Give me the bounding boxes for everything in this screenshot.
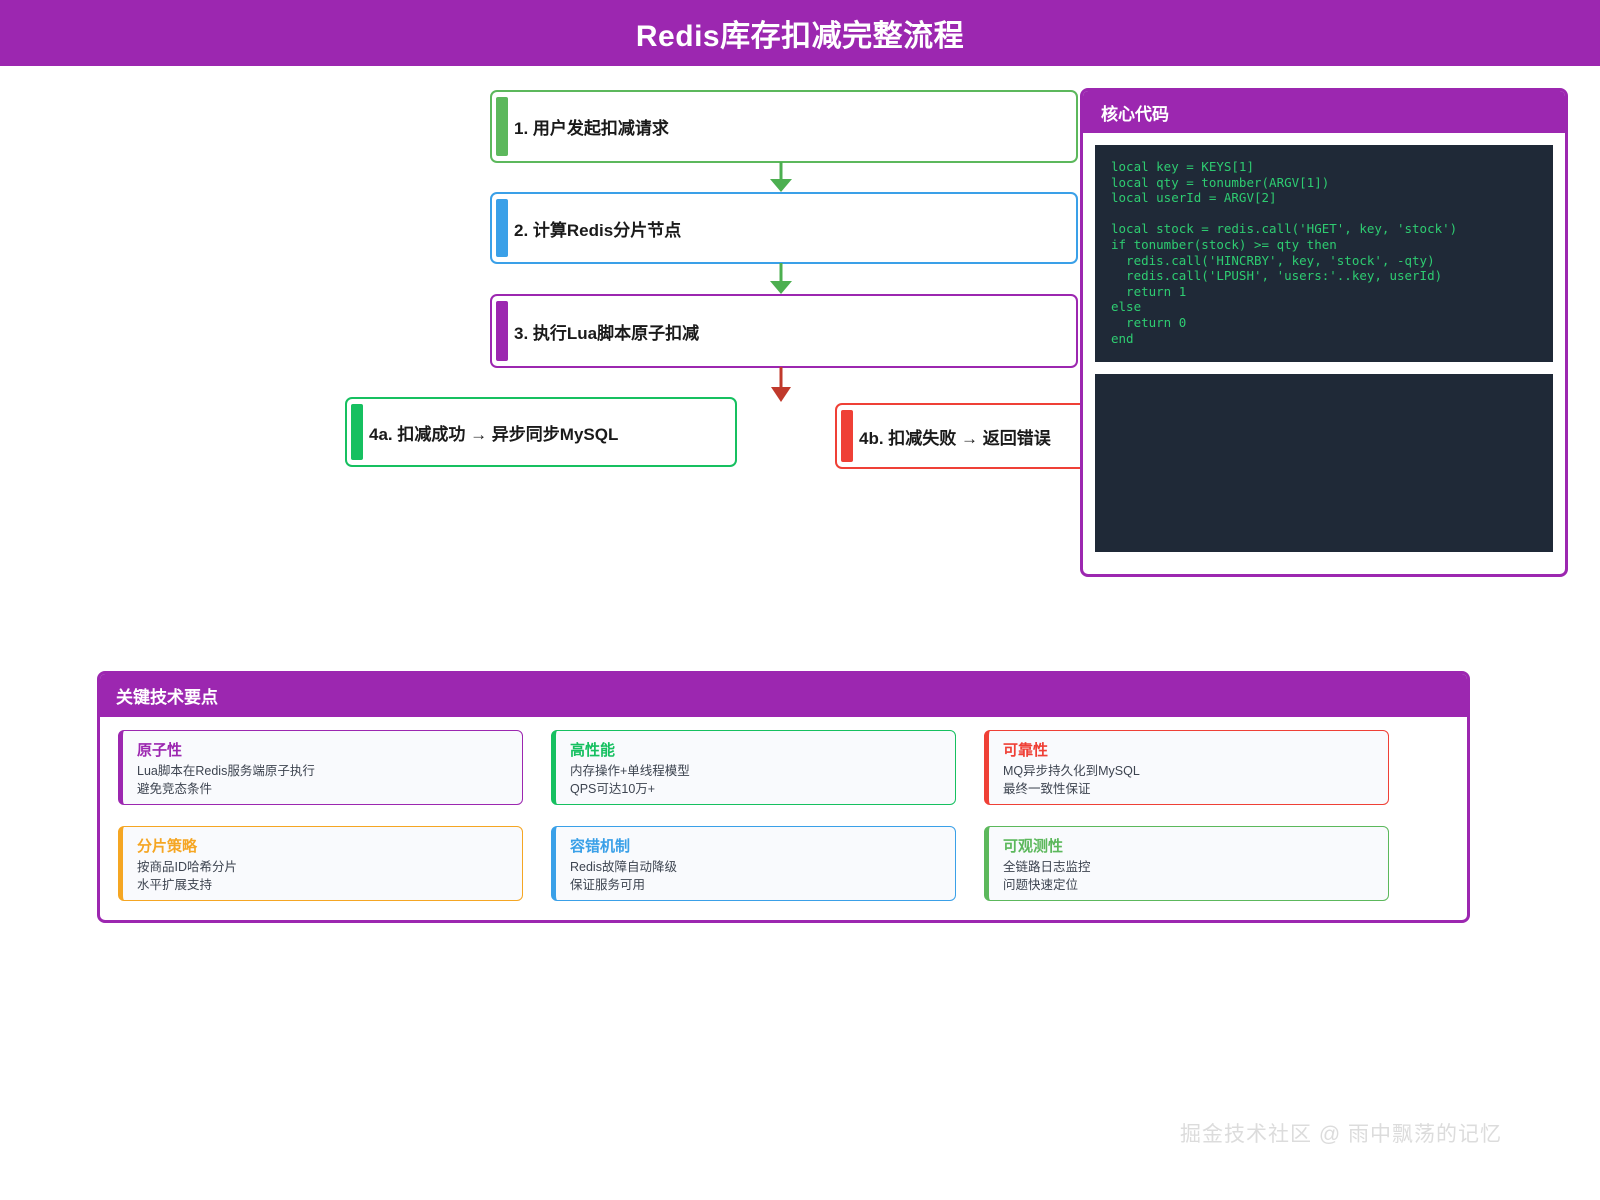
key-point-card-sharding[interactable]: 分片策略 按商品ID哈希分片 水平扩展支持 (118, 826, 523, 901)
flow-step-1[interactable]: 1. 用户发起扣减请求 (490, 90, 1078, 163)
watermark: 掘金技术社区 @ 雨中飘荡的记忆 (1180, 1123, 1502, 1146)
key-point-card-line: 内存操作+单线程模型 (570, 764, 690, 778)
flow-step-1-label: 1. 用户发起扣减请求 (514, 119, 669, 138)
key-point-card-line: QPS可达10万+ (570, 781, 656, 796)
flow-step-3[interactable]: 3. 执行Lua脚本原子扣减 (490, 294, 1078, 368)
flow-step-3-label: 3. 执行Lua脚本原子扣减 (514, 323, 700, 343)
key-points-panel-header: 关键技术要点 (100, 674, 1467, 717)
flow-diagram: 1. 用户发起扣减请求 2. 计算Redis分片节点 3. 执行Lua脚本原子扣… (0, 66, 1115, 626)
flow-step-3-accent-bar (496, 301, 508, 361)
secondary-code-block (1095, 374, 1553, 552)
page-title: Redis库存扣减完整流程 (635, 20, 965, 53)
core-code-panel: 核心代码 local key = KEYS[1] local qty = ton… (1080, 88, 1568, 577)
key-point-card-title: 容错机制 (570, 838, 631, 855)
key-point-card-title: 分片策略 (137, 838, 198, 855)
flow-step-4a-accent-bar (351, 404, 363, 460)
key-point-card-title: 可观测性 (1003, 838, 1064, 855)
flow-step-2-accent-bar (496, 199, 508, 257)
key-point-card-line: Lua脚本在Redis服务端原子执行 (137, 764, 315, 778)
flow-step-2[interactable]: 2. 计算Redis分片节点 (490, 192, 1078, 264)
key-point-card-line: 全链路日志监控 (1003, 860, 1091, 874)
flow-step-4b-accent-bar (841, 410, 853, 462)
key-point-card-line: 避免竞态条件 (137, 781, 213, 796)
flow-step-4a-label: 4a. 扣减成功 → 异步同步MySQL (369, 424, 619, 444)
key-point-card-line: MQ异步持久化到MySQL (1003, 764, 1140, 778)
arrow-step3-to-step4b (771, 367, 791, 402)
key-point-card-line: 水平扩展支持 (137, 877, 213, 892)
flow-step-4b-label: 4b. 扣减失败 → 返回错误 (859, 428, 1051, 448)
lua-code-block: local key = KEYS[1] local qty = tonumber… (1095, 145, 1553, 362)
flow-step-4a[interactable]: 4a. 扣减成功 → 异步同步MySQL (345, 397, 737, 467)
key-point-card-reliability[interactable]: 可靠性 MQ异步持久化到MySQL 最终一致性保证 (984, 730, 1389, 805)
arrow-step2-to-step3 (770, 263, 792, 294)
flow-step-1-accent-bar (496, 97, 508, 156)
key-point-card-title: 可靠性 (1003, 742, 1049, 759)
page-header-banner: Redis库存扣减完整流程 (0, 0, 1600, 66)
key-points-panel: 关键技术要点 原子性 Lua脚本在Redis服务端原子执行 避免竞态条件 高性能… (97, 671, 1470, 923)
key-point-card-line: 按商品ID哈希分片 (137, 860, 238, 874)
key-point-card-title: 原子性 (137, 742, 183, 759)
key-point-card-line: 保证服务可用 (570, 877, 646, 892)
key-point-card-observability[interactable]: 可观测性 全链路日志监控 问题快速定位 (984, 826, 1389, 901)
key-point-card-fault-tolerance[interactable]: 容错机制 Redis故障自动降级 保证服务可用 (551, 826, 956, 901)
core-code-panel-title: 核心代码 (1101, 104, 1169, 124)
core-code-panel-header: 核心代码 (1083, 91, 1565, 133)
key-point-card-performance[interactable]: 高性能 内存操作+单线程模型 QPS可达10万+ (551, 730, 956, 805)
key-point-card-line: 最终一致性保证 (1003, 781, 1091, 796)
key-point-card-atomicity[interactable]: 原子性 Lua脚本在Redis服务端原子执行 避免竞态条件 (118, 730, 523, 805)
arrow-step1-to-step2 (770, 162, 792, 192)
key-point-card-title: 高性能 (570, 742, 616, 759)
key-point-card-line: Redis故障自动降级 (570, 860, 677, 874)
key-points-panel-title: 关键技术要点 (116, 688, 218, 707)
flow-step-4b[interactable]: 4b. 扣减失败 → 返回错误 (835, 403, 1115, 469)
key-points-grid: 原子性 Lua脚本在Redis服务端原子执行 避免竞态条件 高性能 内存操作+单… (100, 717, 1467, 901)
key-point-card-line: 问题快速定位 (1003, 877, 1079, 892)
flow-step-2-label: 2. 计算Redis分片节点 (514, 220, 682, 240)
